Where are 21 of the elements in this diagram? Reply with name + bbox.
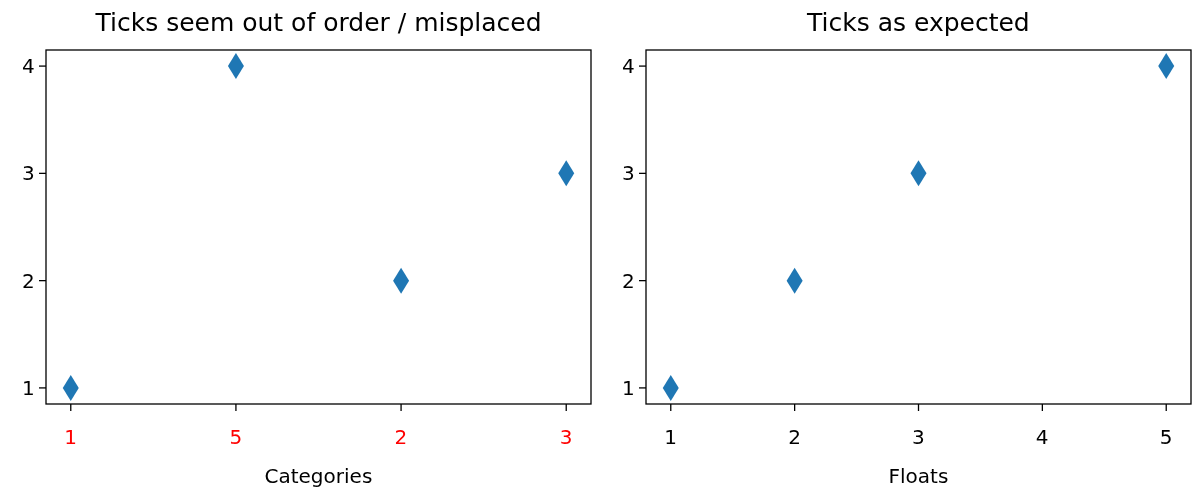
tick-label: 4 [622,54,635,79]
tick-label: 5 [1159,425,1173,449]
tick-label: 1 [64,425,77,449]
tick-label: 1 [622,375,635,400]
axis-label: Floats [888,464,949,488]
tick-label: 2 [394,425,408,449]
tick-label: 1 [22,375,35,400]
tick-label: 2 [22,268,35,293]
axis-label: Categories [264,464,373,488]
tick-label: 4 [22,54,35,79]
tick-label: 2 [622,268,635,293]
tick-label: 2 [788,425,801,449]
tick-label: 3 [559,425,573,449]
tick-label: 3 [912,425,925,449]
tick-label: 3 [622,161,635,186]
tick-label: 3 [22,161,35,186]
tick-label: 1 [664,425,677,449]
tick-label: 5 [229,425,243,449]
tick-label: 4 [1035,425,1049,449]
chart-title: Ticks seem out of order / misplaced [95,7,542,37]
chart-title: Ticks as expected [807,7,1030,37]
